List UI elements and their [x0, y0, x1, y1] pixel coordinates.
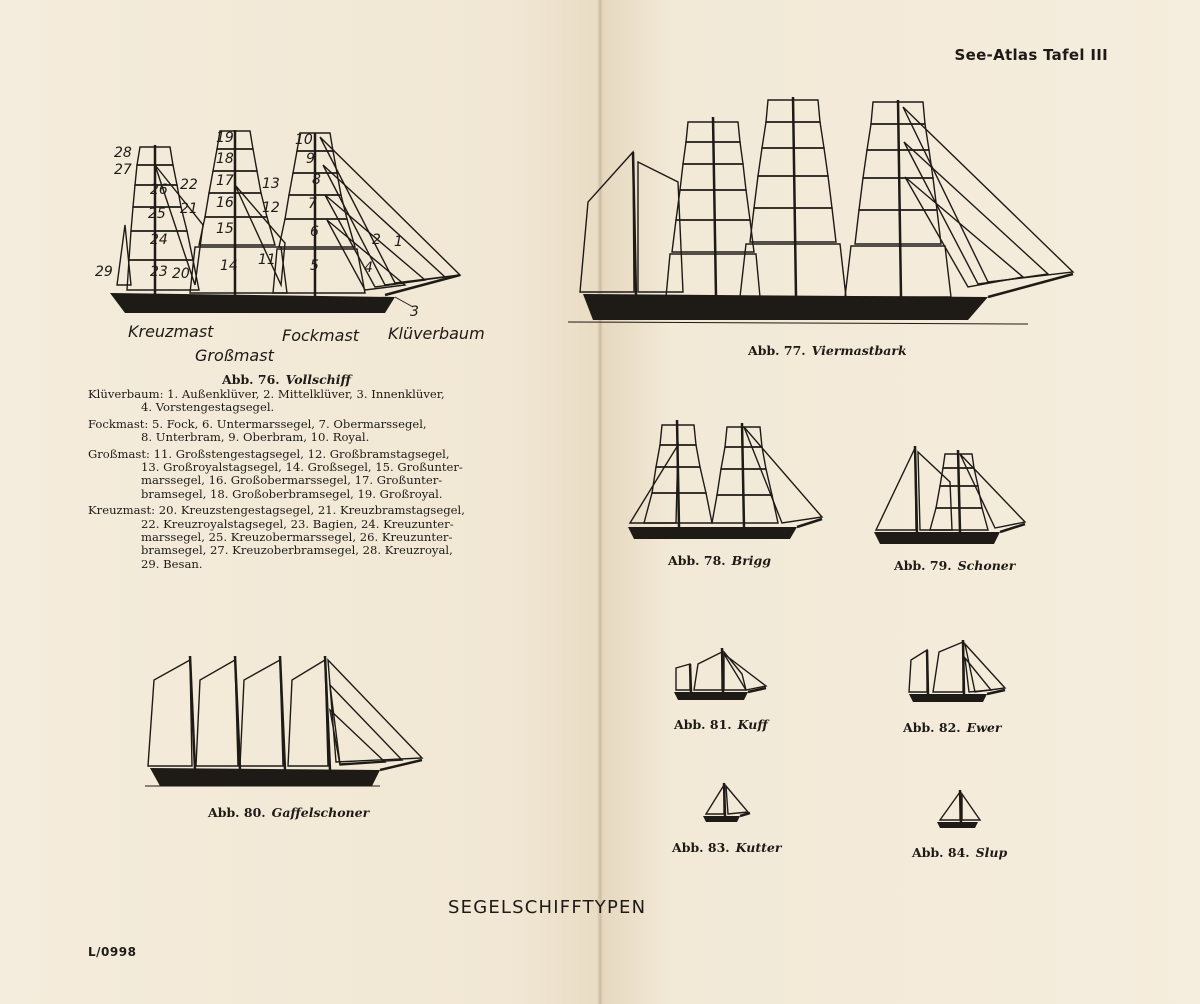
sail-number-22: 22 [180, 177, 198, 193]
legend-line: 8. Unterbram, 9. Oberbram, 10. Royal. [141, 430, 370, 445]
plate-code: L/0998 [88, 945, 137, 959]
caption-abb-84-title: Slup [975, 845, 1008, 860]
sail-number-4: 4 [364, 260, 373, 276]
caption-abb-84: Abb. 84. Slup [912, 845, 1007, 860]
caption-abb-79-title: Schoner [957, 558, 1016, 573]
brigg-illustration [628, 419, 824, 539]
caption-abb-82-number: Abb. 82. [903, 720, 961, 735]
legend-line: bramsegel, 18. Großoberbramsegel, 19. Gr… [141, 486, 443, 501]
viermastbark-illustration [568, 96, 1075, 325]
caption-abb-77: Abb. 77. Viermastbark [748, 343, 907, 358]
plate-title: SEGELSCHIFFTYPEN [448, 897, 647, 918]
slup-illustration [937, 789, 982, 828]
legend-kluverbaum: Klüverbaum: 1. Außenklüver, 2. Mittelklü… [88, 387, 488, 415]
page-fold [597, 0, 603, 1004]
legend-line: marssegel, 16. Großobermarssegel, 17. Gr… [141, 473, 443, 488]
label-kreuzmast: Kreuzmast [128, 322, 214, 341]
sail-number-7: 7 [308, 196, 317, 212]
legend-line: Fockmast: 5. Fock, 6. Untermarssegel, 7.… [88, 416, 427, 431]
sail-number-29: 29 [95, 264, 113, 280]
caption-abb-76-title: Vollschiff [285, 372, 351, 387]
caption-abb-81: Abb. 81. Kuff [674, 717, 768, 732]
legend-line: Klüverbaum: 1. Außenklüver, 2. Mittelklü… [88, 387, 445, 401]
legend-line: Großmast: 11. Großstengestagsegel, 12. G… [88, 446, 450, 461]
caption-abb-78-number: Abb. 78. [668, 553, 726, 568]
ewer-illustration [908, 639, 1007, 702]
sail-number-27: 27 [114, 162, 132, 178]
sail-number-9: 9 [306, 151, 315, 167]
sail-number-18: 18 [216, 151, 234, 167]
legend-grossmast: Großmast: 11. Großstengestagsegel, 12. G… [88, 446, 488, 502]
caption-abb-82: Abb. 82. Ewer [903, 720, 1001, 735]
legend-line: 13. Großroyalstagsegel, 14. Großsegel, 1… [141, 460, 463, 475]
left-page [0, 0, 600, 1004]
kuff-illustration [674, 647, 768, 700]
label-fockmast: Fockmast [282, 326, 360, 345]
legend-line: bramsegel, 27. Kreuzoberbramsegel, 28. K… [141, 543, 453, 558]
caption-abb-78: Abb. 78. Brigg [668, 553, 771, 568]
sail-number-19: 19 [216, 130, 234, 146]
caption-abb-83-title: Kutter [735, 840, 782, 855]
caption-abb-84-number: Abb. 84. [912, 845, 970, 860]
caption-abb-77-number: Abb. 77. [748, 343, 806, 358]
caption-abb-80-title: Gaffelschoner [271, 805, 370, 820]
sail-number-2: 2 [372, 232, 381, 248]
sail-number-1: 1 [394, 234, 403, 250]
label-kluverbaum: Klüverbaum [388, 324, 485, 343]
caption-abb-83: Abb. 83. Kutter [672, 840, 781, 855]
caption-abb-77-title: Viermastbark [811, 343, 907, 358]
sail-number-15: 15 [216, 221, 234, 237]
sail-number-24: 24 [150, 232, 168, 248]
vollschiff-illustration [110, 130, 462, 313]
legend-line: 4. Vorstengestagsegel. [141, 400, 275, 415]
caption-abb-78-title: Brigg [731, 553, 772, 568]
sail-number-3: 3 [410, 304, 419, 320]
legend-line: marssegel, 25. Kreuzobermarssegel, 26. K… [141, 530, 453, 545]
sail-number-13: 13 [262, 176, 280, 192]
caption-abb-79: Abb. 79. Schoner [894, 558, 1015, 573]
sail-number-5: 5 [310, 258, 319, 274]
sail-number-28: 28 [114, 145, 132, 161]
legend-line: 22. Kreuzroyalstagsegel, 23. Bagien, 24.… [141, 516, 454, 531]
caption-abb-83-number: Abb. 83. [672, 840, 730, 855]
sail-number-16: 16 [216, 195, 234, 211]
sail-number-12: 12 [262, 200, 280, 216]
sail-number-25: 25 [148, 206, 166, 222]
sail-number-8: 8 [312, 172, 321, 188]
sail-number-11: 11 [258, 252, 276, 268]
sail-number-21: 21 [180, 201, 198, 217]
sail-legend: Klüverbaum: 1. Außenklüver, 2. Mittelklü… [88, 387, 488, 574]
caption-abb-80: Abb. 80. Gaffelschoner [208, 805, 369, 820]
legend-fockmast: Fockmast: 5. Fock, 6. Untermarssegel, 7.… [88, 416, 488, 445]
kutter-illustration [703, 782, 751, 822]
caption-abb-81-title: Kuff [737, 717, 768, 732]
label-grossmast: Großmast [195, 346, 274, 365]
caption-abb-76: Abb. 76. Vollschiff [222, 372, 351, 387]
atlas-header: See-Atlas Tafel III [954, 46, 1108, 64]
sail-number-6: 6 [310, 224, 319, 240]
caption-abb-76-number: Abb. 76. [222, 372, 280, 387]
caption-abb-79-number: Abb. 79. [894, 558, 952, 573]
caption-abb-80-number: Abb. 80. [208, 805, 266, 820]
sail-number-26: 26 [150, 182, 168, 198]
schoner-illustration [874, 445, 1027, 544]
legend-line: 29. Besan. [141, 556, 203, 571]
sail-number-14: 14 [220, 258, 238, 274]
sail-number-17: 17 [216, 173, 234, 189]
caption-abb-82-title: Ewer [966, 720, 1002, 735]
legend-kreuzmast: Kreuzmast: 20. Kreuzstengestagsegel, 21.… [88, 503, 488, 571]
gaffelschoner-illustration [145, 655, 424, 787]
sail-number-10: 10 [295, 132, 313, 148]
legend-line: Kreuzmast: 20. Kreuzstengestagsegel, 21.… [88, 503, 465, 518]
caption-abb-81-number: Abb. 81. [674, 717, 732, 732]
sail-number-23: 23 [150, 264, 168, 280]
sail-number-20: 20 [172, 266, 190, 282]
